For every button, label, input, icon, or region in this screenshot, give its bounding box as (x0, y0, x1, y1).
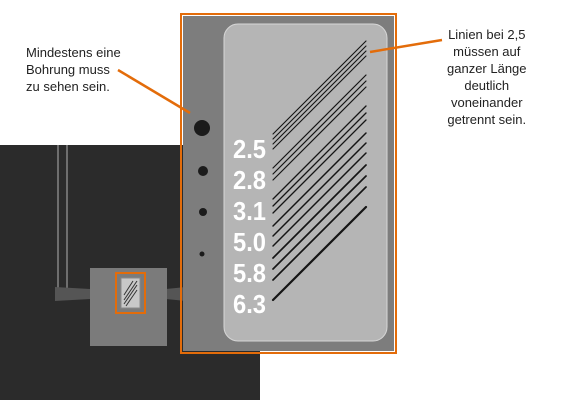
gauge-label: 5.8 (233, 258, 266, 288)
gauge-label: 2.8 (233, 165, 266, 195)
highlight-box-gauge (180, 13, 397, 354)
bore-hole (198, 166, 208, 176)
sample-window-lines (123, 280, 138, 307)
annotation-line: getrennt sein. (447, 112, 527, 127)
annotation-line: zu sehen sein. (26, 79, 110, 94)
annotation-line: Mindestens eine (26, 45, 121, 60)
annotation-bore-hole: Mindestens eine Bohrung muss zu sehen se… (26, 44, 121, 95)
line-group-5.0 (272, 132, 367, 247)
annotation-line: ganzer Länge (447, 61, 527, 76)
gauge-inner-plate (223, 23, 388, 342)
line-group-5.8 (272, 164, 367, 281)
gauge-label: 5.0 (233, 227, 266, 257)
line-group-2.8 (272, 74, 367, 181)
annotation-line: müssen auf (453, 44, 521, 59)
annotation-line: Bohrung muss (26, 62, 110, 77)
annotation-line: Linien bei 2,5 (448, 27, 526, 42)
gauge-label: 6.3 (233, 289, 266, 319)
highlight-box-small (115, 272, 146, 314)
line-group-6.3 (271, 205, 368, 302)
callout-line-left (117, 68, 191, 115)
gauge-label: 3.1 (233, 196, 266, 226)
line-group-3.1 (272, 105, 367, 214)
bore-hole (199, 251, 205, 257)
line-group-2.5 (272, 40, 367, 150)
bore-hole (199, 208, 207, 216)
connector-left (55, 287, 90, 301)
gauge-label: 2.5 (233, 134, 266, 164)
annotation-line: deutlich (464, 78, 510, 93)
callout-line-right (369, 38, 443, 54)
sample-window (120, 277, 141, 309)
annotation-line: voneinander (450, 95, 523, 110)
annotation-lines-2-5: Linien bei 2,5 müssen auf ganzer Länge d… (447, 26, 527, 128)
bore-hole (194, 120, 210, 136)
